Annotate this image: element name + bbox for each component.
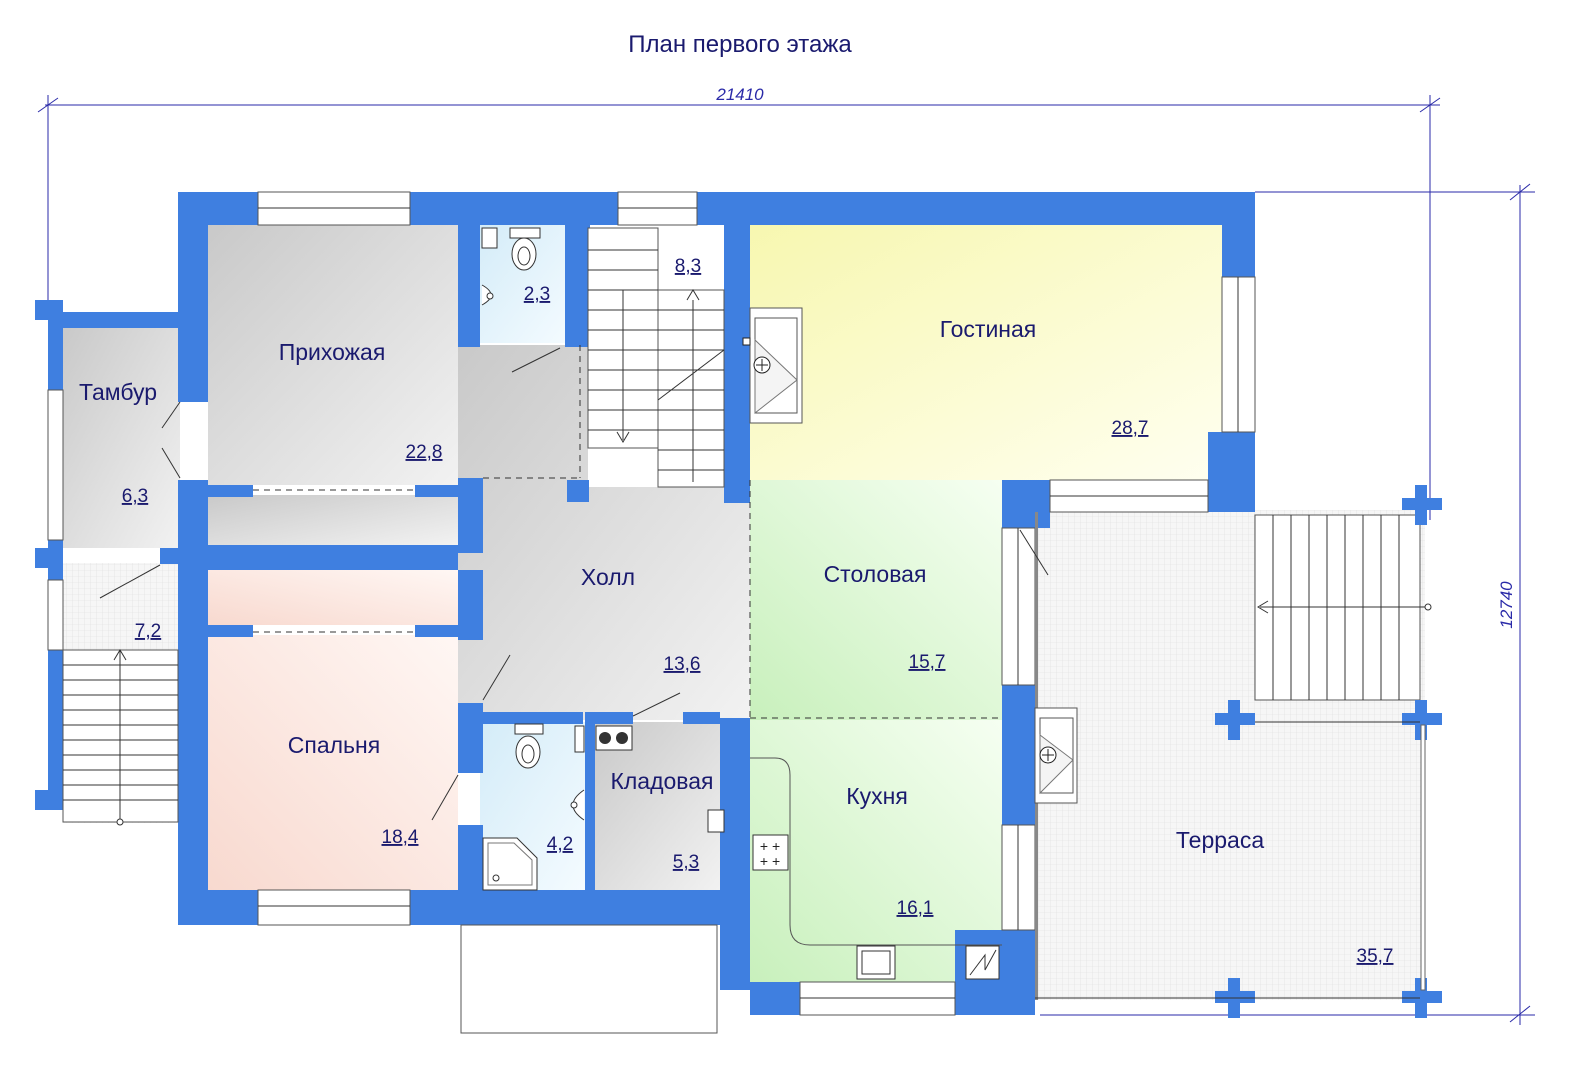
doors	[99, 347, 1049, 821]
room-name-terrace: Терраса	[1176, 827, 1264, 853]
room-area-hall: 13,6	[664, 654, 701, 675]
room-area-bedroom: 18,4	[382, 827, 419, 848]
room-area-porch: 7,2	[135, 621, 161, 642]
room-area-dining: 15,7	[909, 652, 946, 673]
terrace-stairs	[1257, 515, 1432, 700]
interior-stairs	[587, 227, 725, 488]
floor-bedroom-closet	[208, 570, 458, 625]
room-area-tambur: 6,3	[122, 486, 148, 507]
fireplace-living-icon	[742, 307, 803, 424]
porch-stairs	[62, 649, 179, 826]
floor-hallway	[208, 225, 458, 485]
floor-tambur	[63, 328, 180, 548]
room-area-kitchen: 16,1	[897, 898, 934, 919]
toilet-icon	[481, 227, 541, 306]
dimension-height	[1040, 183, 1535, 1025]
dimension-width-label: 21410	[715, 85, 764, 104]
fireplace-terrace-icon	[1034, 707, 1078, 804]
kitchen-counter: + + + +	[750, 757, 1002, 980]
room-name-hallway: Прихожая	[279, 339, 386, 365]
walls	[35, 192, 1442, 1018]
room-name-storage: Кладовая	[610, 768, 713, 794]
entrance-step	[460, 924, 718, 1034]
room-area-living: 28,7	[1112, 418, 1149, 439]
boiler-icon	[595, 725, 725, 833]
dimension-height-label: 12740	[1497, 581, 1516, 629]
room-area-bathroom: 4,2	[547, 834, 573, 855]
room-name-tambur: Тамбур	[79, 379, 157, 405]
svg-text:+ +: + +	[760, 853, 780, 869]
room-name-living: Гостиная	[940, 316, 1037, 342]
room-area-wc-small: 2,3	[524, 284, 550, 305]
svg-text:+ +: + +	[760, 838, 780, 854]
room-name-hall: Холл	[581, 564, 635, 590]
floor-living	[750, 225, 1222, 480]
zone-separators	[253, 345, 1002, 720]
floor-dining	[750, 480, 1005, 720]
room-area-terrace: 35,7	[1357, 946, 1394, 967]
bathroom-fixtures-icon	[482, 723, 585, 891]
room-area-stairs: 8,3	[675, 256, 701, 277]
room-area-hallway: 22,8	[406, 442, 443, 463]
room-name-kitchen: Кухня	[846, 783, 908, 809]
windows	[47, 191, 1256, 1016]
floor-hallway-closet	[208, 495, 458, 545]
room-name-dining: Столовая	[824, 561, 927, 587]
room-name-bedroom: Спальня	[288, 732, 380, 758]
dimension-width	[37, 95, 1441, 520]
room-area-storage: 5,3	[673, 852, 699, 873]
floor-bedroom	[208, 635, 458, 890]
plan-title: План первого этажа	[628, 31, 852, 58]
